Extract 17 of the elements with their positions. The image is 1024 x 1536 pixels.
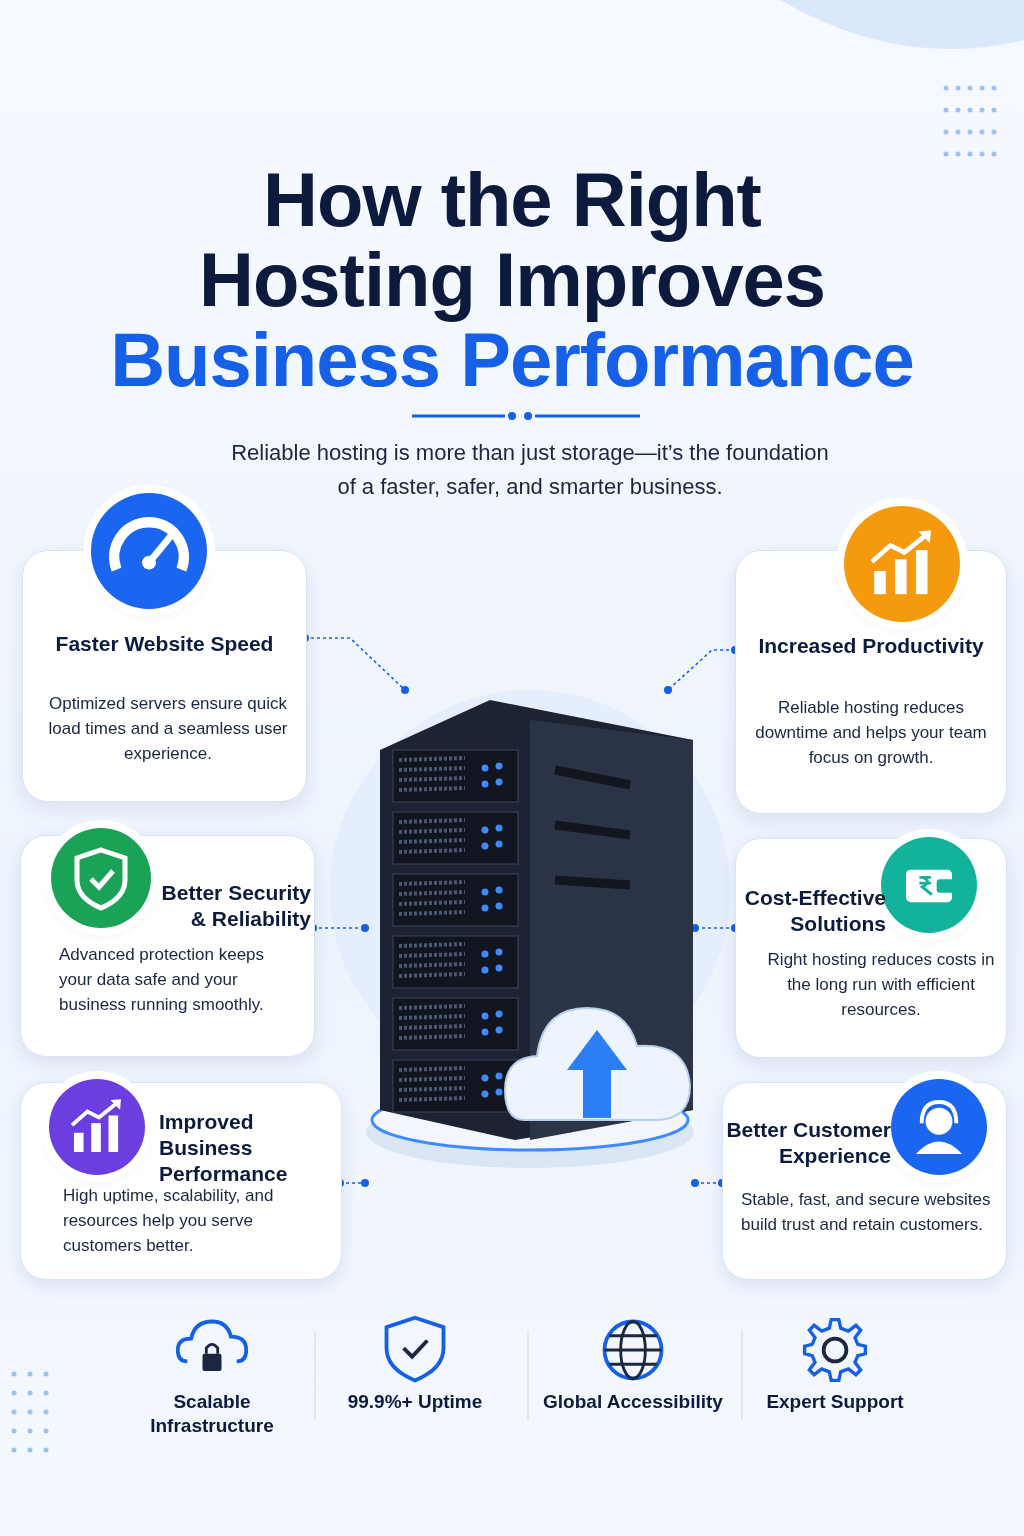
feature-label: 99.9%+ Uptime: [346, 1390, 484, 1414]
feature-label: Scalable Infrastructure: [149, 1390, 275, 1438]
card-heading: Better Customer Experience: [725, 1117, 891, 1169]
card-description: Reliable hosting reduces downtime and helps your team focus on growth.: [754, 697, 988, 769]
subtitle: Reliable hosting is more than just storage—it’s the foundation of a faster, safer, and smarter business.: [230, 439, 830, 501]
card-description: Stable, fast, and secure websites build trust and retain customers.: [741, 1189, 991, 1236]
title: How the Right Hosting Improves Business Performance: [109, 160, 915, 400]
card-heading: Better Security & Reliability: [160, 880, 311, 932]
feature-label: Global Accessibility: [543, 1390, 723, 1414]
card-description: Right hosting reduces costs in the long run with efficient resources.: [766, 949, 996, 1021]
card-description: Optimized servers ensure quick load times and a seamless user experience.: [47, 693, 289, 765]
card-description: High uptime, scalability, and resources help you serve customers better.: [63, 1185, 275, 1257]
feature-label: Expert Support: [765, 1390, 905, 1414]
card-heading: Increased Productivity: [757, 633, 985, 659]
card-description: Advanced protection keeps your data safe and your business running smoothly.: [59, 944, 266, 1016]
card-heading: Improved Business Performance: [159, 1109, 289, 1187]
card-heading: Faster Website Speed: [54, 631, 275, 657]
